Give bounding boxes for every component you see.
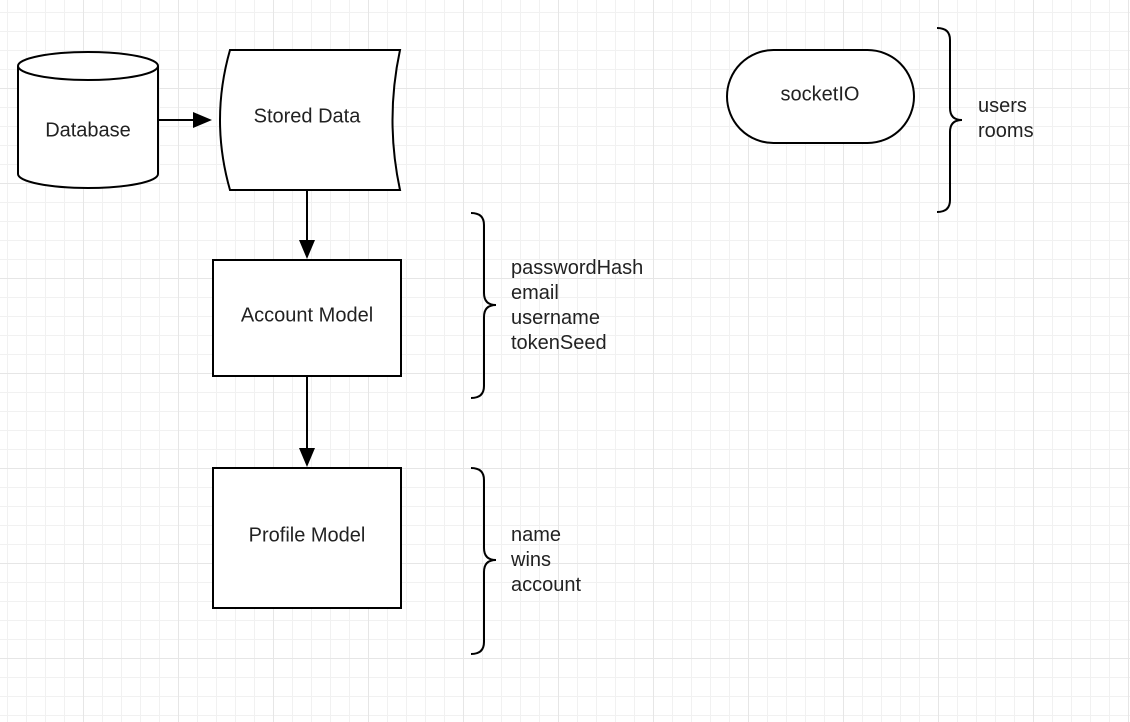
database-cylinder-body [17, 66, 159, 189]
edge-stored-data-to-account-model [299, 190, 315, 259]
profile-model-box [212, 467, 402, 609]
stored-data-shape [219, 49, 402, 191]
attribute-name: name [511, 524, 561, 546]
edge-account-model-to-profile-model [299, 376, 315, 467]
attribute-rooms: rooms [978, 120, 1034, 142]
socketio-brace [936, 27, 963, 213]
attribute-tokenseed: tokenSeed [511, 332, 607, 354]
stored-data-label: Stored Data [254, 105, 362, 127]
attribute-users: users [978, 95, 1027, 117]
socketio-attributes: users rooms [978, 95, 1034, 142]
attribute-email: email [511, 282, 559, 304]
profile-model-label: Profile Model [249, 524, 366, 546]
database-label: Database [45, 119, 131, 141]
account-model-box [212, 259, 402, 377]
account-model-brace [470, 212, 497, 399]
edge-database-to-stored-data [158, 112, 212, 128]
socketio-shape [726, 49, 915, 144]
account-model-node[interactable]: Account Model [212, 259, 402, 377]
socketio-label: socketIO [781, 83, 860, 105]
attribute-account: account [511, 574, 581, 596]
stored-data-node[interactable]: Stored Data [219, 49, 402, 191]
attribute-username: username [511, 307, 600, 329]
attribute-wins: wins [510, 549, 551, 571]
socketio-node[interactable]: socketIO [726, 49, 915, 144]
database-node[interactable]: Database [17, 51, 159, 189]
profile-model-attributes: name wins account [510, 524, 581, 596]
profile-model-node[interactable]: Profile Model [212, 467, 402, 609]
attribute-passwordhash: passwordHash [511, 257, 643, 279]
profile-model-brace [470, 467, 497, 655]
account-model-label: Account Model [241, 304, 373, 326]
database-cylinder-top [17, 51, 159, 81]
account-model-attributes: passwordHash email username tokenSeed [511, 257, 643, 354]
